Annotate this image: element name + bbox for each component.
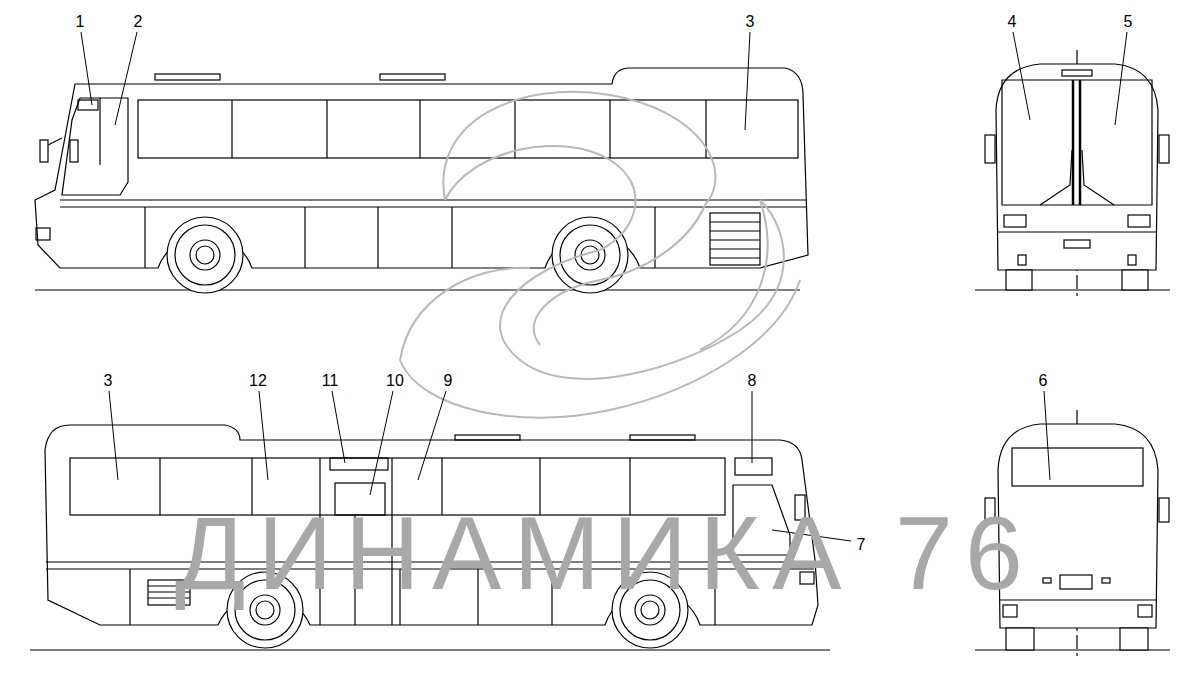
callout-number: 4 bbox=[1008, 14, 1017, 30]
watermark-logo bbox=[400, 92, 800, 418]
callout-number: 10 bbox=[386, 373, 404, 389]
bus-front-view bbox=[975, 50, 1170, 300]
callout-number: 1 bbox=[76, 14, 85, 30]
callout-number: 5 bbox=[1124, 14, 1133, 30]
callout-number: 9 bbox=[444, 373, 453, 389]
callout-number: 2 bbox=[134, 14, 143, 30]
callout-number: 3 bbox=[104, 373, 113, 389]
callout-number: 11 bbox=[322, 373, 339, 389]
watermark-text: ДИНАМИКА 76 bbox=[175, 501, 1035, 605]
leader-lines bbox=[81, 32, 1127, 541]
callout-number: 12 bbox=[249, 373, 267, 389]
callout-number: 3 bbox=[746, 14, 755, 30]
callout-number: 6 bbox=[1039, 373, 1048, 389]
callout-number: 8 bbox=[748, 373, 757, 389]
bus-left-side-view bbox=[35, 68, 808, 293]
